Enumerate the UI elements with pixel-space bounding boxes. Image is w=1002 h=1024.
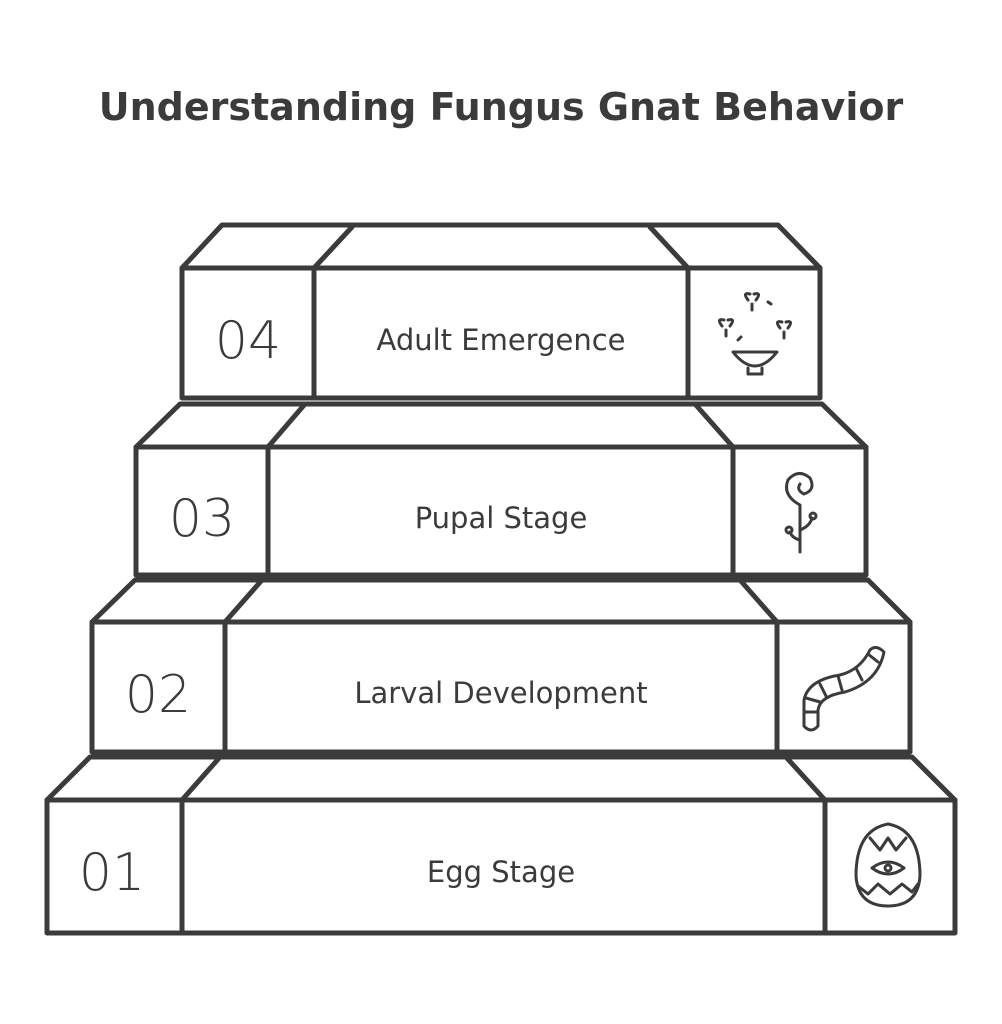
step-number: 04 [215,311,281,371]
step-03: 03 Pupal Stage [133,401,869,578]
sprout-icon [784,472,818,554]
step-label: Adult Emergence [376,323,625,357]
egg-icon [854,822,922,908]
diagram-title: Understanding Fungus Gnat Behavior [99,85,904,129]
larva-icon [802,645,886,732]
step-label: Egg Stage [427,855,575,889]
step-02: 02 Larval Development [89,577,913,755]
step-number: 02 [125,665,191,725]
step-number: 01 [79,843,145,903]
step-04: 04 Adult Emergence [179,222,823,401]
step-number: 03 [169,489,235,549]
step-01: 01 Egg Stage [44,754,958,936]
gnats-bowl-icon [717,292,793,376]
step-label: Pupal Stage [415,501,588,535]
step-label: Larval Development [354,676,647,710]
